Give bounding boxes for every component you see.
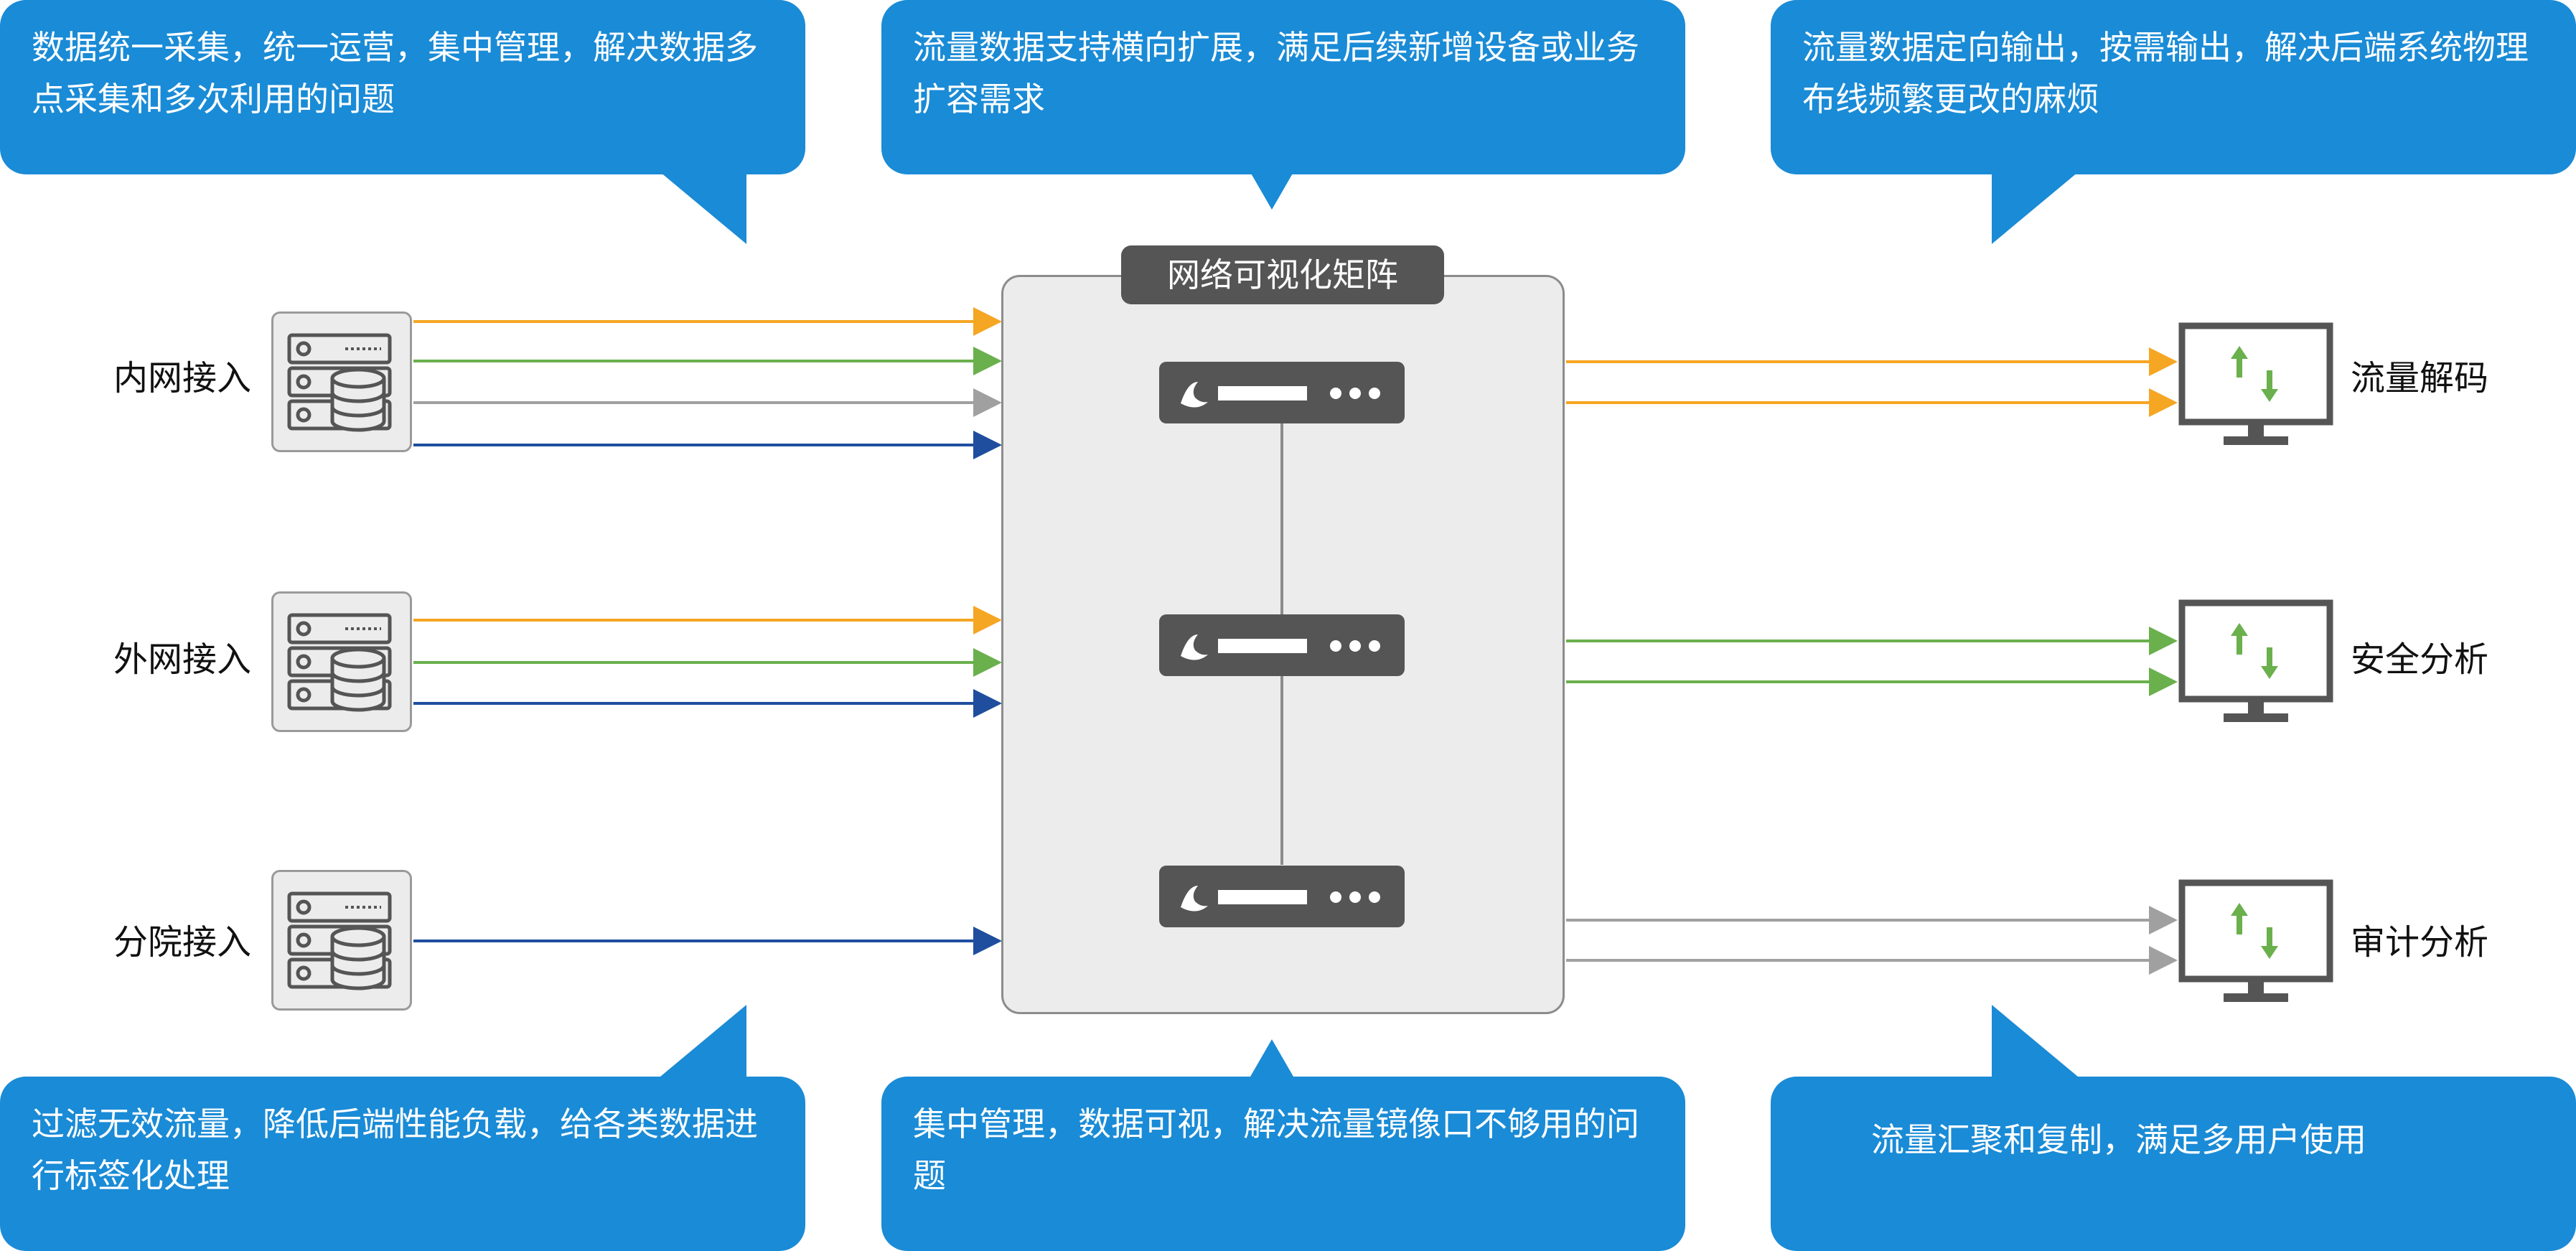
server-database-icon [271, 591, 412, 732]
callout-text: 过滤无效流量，降低后端性能负载，给各类数据进行标签化处理 [32, 1105, 758, 1195]
network-switch-icon [1159, 614, 1405, 676]
callout-text: 流量数据定向输出，按需输出，解决后端系统物理布线频繁更改的麻烦 [1802, 28, 2529, 118]
callout-text: 流量数据支持横向扩展，满足后续新增设备或业务扩容需求 [913, 28, 1639, 118]
callout-top-left: 数据统一采集，统一运营，集中管理，解决数据多点采集和多次利用的问题 [0, 0, 805, 244]
source-label-intranet: 内网接入 [113, 358, 252, 398]
monitor-transfer-icon [2182, 326, 2330, 445]
callout-text: 数据统一采集，统一运营，集中管理，解决数据多点采集和多次利用的问题 [32, 28, 758, 118]
output-label-security: 安全分析 [2351, 639, 2489, 680]
matrix-title: 网络可视化矩阵 [1121, 245, 1444, 304]
callout-tail [660, 1005, 746, 1077]
callout-top-right: 流量数据定向输出，按需输出，解决后端系统物理布线频繁更改的麻烦 [1771, 0, 2576, 244]
source-label-internet: 外网接入 [113, 639, 252, 680]
callout-tail [1992, 1005, 2078, 1077]
server-database-icon [271, 311, 412, 452]
output-label-decode: 流量解码 [2351, 358, 2489, 398]
callout-bottom-right: 流量汇聚和复制，满足多用户使用 [1771, 1005, 2576, 1251]
callout-tail [1250, 1039, 1293, 1077]
callout-top-center: 流量数据支持横向扩展，满足后续新增设备或业务扩容需求 [881, 0, 1685, 210]
server-database-icon [271, 870, 412, 1011]
callout-text: 集中管理，数据可视，解决流量镜像口不够用的问题 [913, 1105, 1639, 1195]
network-switch-icon [1159, 362, 1405, 423]
callout-bottom-left: 过滤无效流量，降低后端性能负载，给各类数据进行标签化处理 [0, 1005, 805, 1251]
callout-bottom-center: 集中管理，数据可视，解决流量镜像口不够用的问题 [881, 1039, 1685, 1251]
callout-text: 流量汇聚和复制，满足多用户使用 [1871, 1120, 2366, 1159]
callout-tail [1250, 172, 1293, 210]
callout-tail [1992, 172, 2078, 244]
output-label-audit: 审计分析 [2351, 922, 2489, 962]
monitor-transfer-icon [2182, 603, 2330, 722]
callout-tail [660, 172, 746, 244]
monitor-transfer-icon [2182, 883, 2330, 1002]
source-label-branch: 分院接入 [113, 922, 252, 962]
network-switch-icon [1159, 866, 1405, 927]
